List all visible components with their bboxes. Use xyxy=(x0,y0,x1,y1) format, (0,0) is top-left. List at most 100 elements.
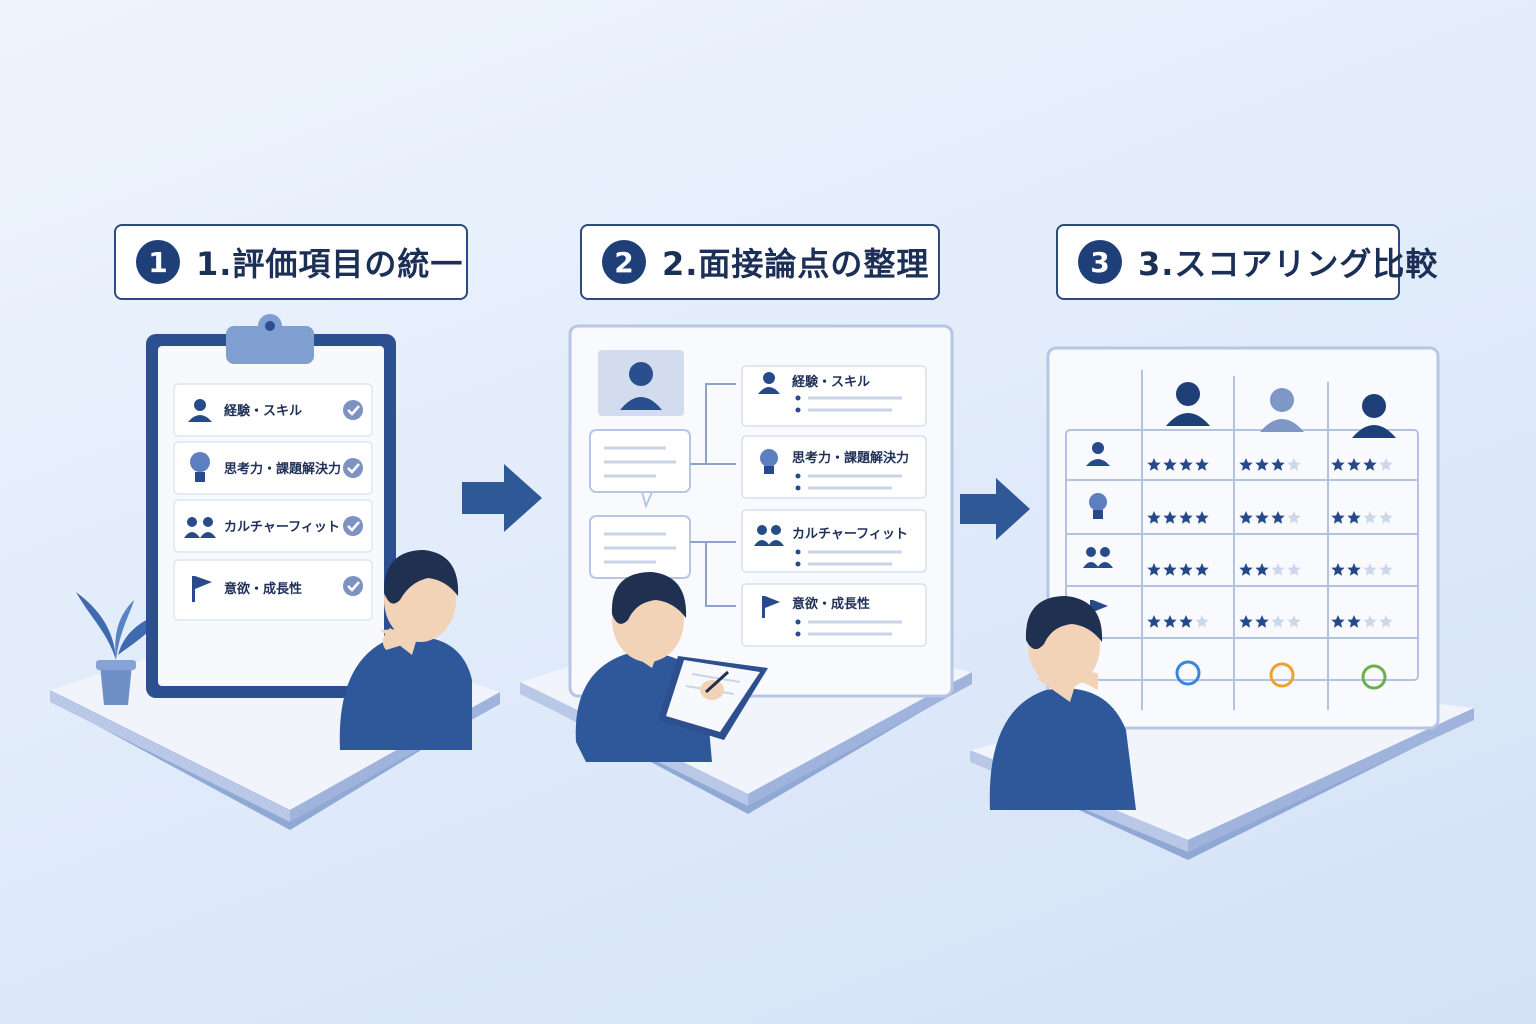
rating-star xyxy=(1347,511,1361,524)
lightbulb-icon xyxy=(1089,493,1107,519)
verdict-circle-icon xyxy=(1361,664,1387,690)
rating-star xyxy=(1255,458,1269,471)
rating-star xyxy=(1195,563,1209,576)
verdict-circle-icon xyxy=(1269,662,1295,688)
lightbulb-icon xyxy=(760,449,778,474)
scene-3-scoring-comparison xyxy=(970,346,1474,860)
interviewer-figure xyxy=(339,550,472,750)
rating-star xyxy=(1147,511,1161,524)
interviewer-figure xyxy=(575,572,768,762)
topic-label: 意欲・成長性 xyxy=(792,596,870,612)
arrow-right-icon xyxy=(960,478,1030,540)
criteria-row: カルチャーフィット xyxy=(173,499,373,553)
person-icon xyxy=(758,372,780,394)
rating-star xyxy=(1287,615,1301,628)
person-icon xyxy=(188,399,212,422)
score-table xyxy=(1065,370,1419,710)
rating-star xyxy=(1331,563,1345,576)
rating-star xyxy=(1363,563,1377,576)
flag-icon xyxy=(762,596,780,618)
topic-label: カルチャーフィット xyxy=(792,527,908,542)
rating-star xyxy=(1363,511,1377,524)
rating-star xyxy=(1347,563,1361,576)
criteria-row: 思考力・課題解決力 xyxy=(173,441,373,495)
step-1-title: 1.評価項目の統一 xyxy=(196,245,464,283)
criteria-label: カルチャーフィット xyxy=(224,520,340,535)
topic-card: 経験・スキル xyxy=(741,365,927,427)
check-icon xyxy=(343,576,363,596)
arrow-right-icon xyxy=(462,464,542,532)
rating-star xyxy=(1163,511,1177,524)
topic-card: カルチャーフィット xyxy=(741,509,927,573)
criteria-list: 経験・スキル 思考力・課題解決力 カルチャーフィット 意欲・成長性 xyxy=(173,383,373,621)
topic-card: 意欲・成長性 xyxy=(741,583,927,647)
people-icon xyxy=(184,517,216,538)
people-icon xyxy=(754,525,784,546)
rating-star xyxy=(1331,615,1345,628)
rating-star xyxy=(1179,458,1193,471)
rating-star xyxy=(1163,615,1177,628)
step-3-label: 3 3.スコアリング比較 xyxy=(1056,224,1437,300)
topic-label: 思考力・課題解決力 xyxy=(792,450,909,466)
candidate-avatar xyxy=(1260,388,1304,432)
criteria-row: 意欲・成長性 xyxy=(173,559,373,621)
rating-star xyxy=(1163,458,1177,471)
criteria-label: 意欲・成長性 xyxy=(224,581,302,597)
rating-star xyxy=(1379,563,1393,576)
check-icon xyxy=(343,458,363,478)
step-2-number: 2 xyxy=(602,240,646,284)
rating-star xyxy=(1347,615,1361,628)
rating-star xyxy=(1287,563,1301,576)
rating-star xyxy=(1179,563,1193,576)
rating-star xyxy=(1271,511,1285,524)
check-icon xyxy=(343,400,363,420)
rating-star xyxy=(1363,615,1377,628)
verdict-circle-icon xyxy=(1175,660,1201,686)
rating-star xyxy=(1163,563,1177,576)
criteria-label: 経験・スキル xyxy=(224,403,302,419)
criteria-row: 経験・スキル xyxy=(173,383,373,437)
person-icon xyxy=(1086,442,1110,466)
rating-star xyxy=(1379,615,1393,628)
rating-star xyxy=(1195,458,1209,471)
step-3-number: 3 xyxy=(1078,240,1122,284)
check-icon xyxy=(343,516,363,536)
rating-star xyxy=(1271,563,1285,576)
topic-card: 思考力・課題解決力 xyxy=(741,435,927,499)
step-1-number: 1 xyxy=(136,240,180,284)
rating-star xyxy=(1331,458,1345,471)
rating-star xyxy=(1379,511,1393,524)
flag-icon xyxy=(192,576,212,602)
rating-star xyxy=(1239,615,1253,628)
rating-star xyxy=(1147,458,1161,471)
verdict-marks xyxy=(1175,660,1387,690)
rating-star xyxy=(1347,458,1361,471)
candidate-avatar xyxy=(1166,382,1210,426)
step-1-label: 1 1.評価項目の統一 xyxy=(114,224,468,300)
rating-star xyxy=(1195,615,1209,628)
rating-star xyxy=(1271,615,1285,628)
step-3-title: 3.スコアリング比較 xyxy=(1138,245,1439,283)
star-ratings xyxy=(1147,458,1393,628)
rating-star xyxy=(1239,563,1253,576)
lightbulb-icon xyxy=(190,452,210,482)
rating-star xyxy=(1271,458,1285,471)
rating-star xyxy=(1147,615,1161,628)
topic-label: 経験・スキル xyxy=(792,374,870,390)
step-2-label: 2 2.面接論点の整理 xyxy=(580,224,940,300)
rating-star xyxy=(1255,511,1269,524)
rating-star xyxy=(1255,615,1269,628)
candidate-avatar xyxy=(1352,394,1396,438)
rating-star xyxy=(1331,511,1345,524)
criteria-label: 思考力・課題解決力 xyxy=(224,461,341,477)
rating-star xyxy=(1287,458,1301,471)
people-icon xyxy=(1083,547,1113,568)
scene-2-interview-points: 経験・スキル 思考力・課題解決力 カルチャーフィット 意欲・成長性 xyxy=(520,324,972,814)
rating-star xyxy=(1239,458,1253,471)
candidate-avatar xyxy=(620,362,662,410)
rating-star xyxy=(1195,511,1209,524)
rating-star xyxy=(1255,563,1269,576)
scene-1-evaluation-items: 経験・スキル 思考力・課題解決力 カルチャーフィット 意欲・成長性 xyxy=(50,314,500,830)
rating-star xyxy=(1379,458,1393,471)
rating-star xyxy=(1239,511,1253,524)
